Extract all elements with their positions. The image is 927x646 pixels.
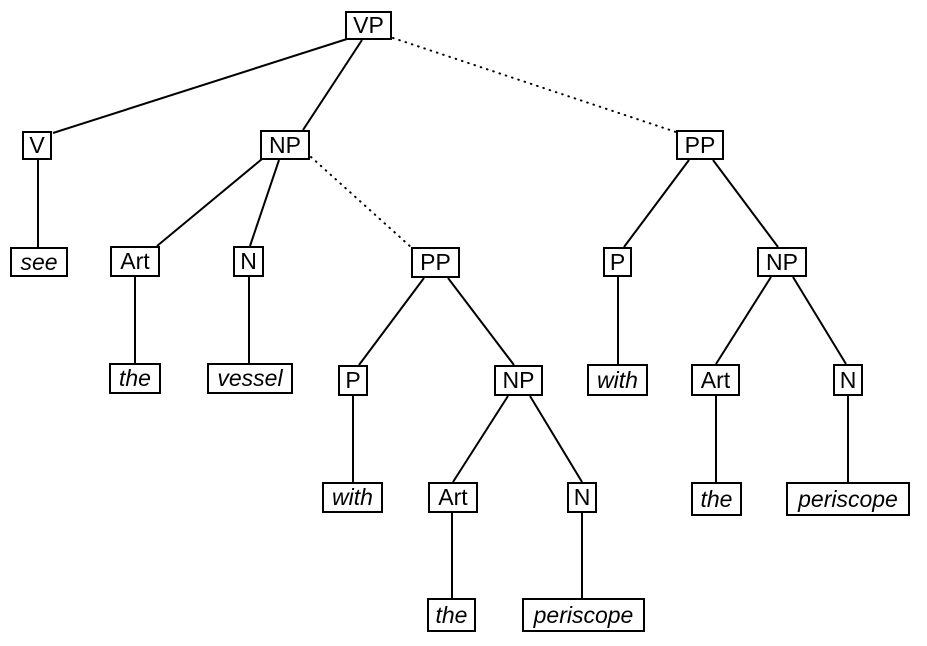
tree-edge-vp-to-pp2: [392, 37, 677, 133]
tree-leaf-node-the3[interactable]: the: [691, 482, 742, 516]
tree-category-node-art1[interactable]: Art: [110, 246, 160, 277]
tree-edge-np2-to-n2: [529, 395, 583, 483]
tree-category-node-n1[interactable]: N: [233, 246, 264, 277]
tree-edge-vp-to-np1: [302, 39, 363, 131]
tree-leaf-node-the1[interactable]: the: [109, 363, 161, 394]
tree-edge-np3-to-n3: [792, 276, 847, 365]
tree-leaf-node-with2[interactable]: with: [587, 364, 648, 396]
tree-edge-np1-to-n1: [249, 159, 280, 247]
tree-category-node-p1[interactable]: P: [338, 365, 368, 396]
tree-leaf-node-periscope2[interactable]: periscope: [786, 482, 910, 516]
tree-category-node-pp2[interactable]: PP: [676, 130, 724, 160]
tree-edge-pp1-to-np2: [447, 277, 515, 366]
tree-category-node-np1[interactable]: NP: [260, 130, 310, 160]
tree-category-node-p2[interactable]: P: [603, 247, 632, 277]
tree-category-node-pp1[interactable]: PP: [411, 247, 460, 278]
tree-category-node-np3[interactable]: NP: [757, 247, 807, 277]
tree-category-node-n2[interactable]: N: [567, 482, 597, 513]
tree-category-node-art3[interactable]: Art: [691, 364, 740, 396]
tree-category-node-n3[interactable]: N: [833, 364, 863, 396]
tree-edge-np1-to-pp1: [310, 156, 413, 249]
tree-leaf-node-periscope1[interactable]: periscope: [522, 598, 645, 632]
tree-leaf-node-see[interactable]: see: [10, 247, 68, 277]
tree-edge-vp-to-v: [52, 38, 348, 134]
tree-edge-np3-to-art3: [715, 276, 772, 365]
tree-edge-pp1-to-p1: [358, 277, 425, 366]
tree-leaf-node-vessel[interactable]: vessel: [207, 363, 293, 394]
tree-edge-np2-to-art2: [452, 395, 509, 483]
tree-category-node-np2[interactable]: NP: [494, 365, 543, 396]
tree-leaf-node-with1[interactable]: with: [322, 482, 383, 513]
tree-edge-pp2-to-np3: [712, 159, 779, 248]
tree-category-node-v[interactable]: V: [22, 131, 52, 160]
tree-leaf-node-the2[interactable]: the: [427, 598, 476, 632]
tree-category-node-vp[interactable]: VP: [345, 11, 392, 40]
tree-category-node-art2[interactable]: Art: [428, 482, 478, 513]
tree-edge-pp2-to-p2: [623, 159, 690, 248]
tree-edge-np1-to-art1: [156, 158, 263, 247]
